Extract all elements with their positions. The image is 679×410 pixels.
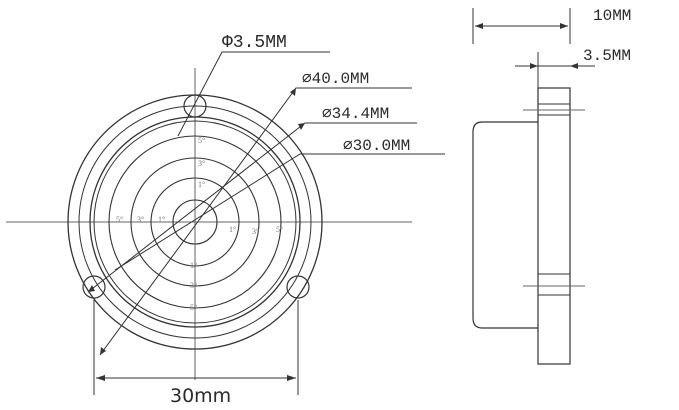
hole-diameter-leader — [177, 51, 330, 137]
scale-label: 5° — [116, 215, 123, 224]
arrowhead — [88, 285, 95, 292]
flange-profile — [537, 87, 571, 365]
inner-diameter-leader — [114, 153, 445, 271]
mounting-hole-bottom-left — [82, 275, 106, 299]
ring-3-degree — [130, 157, 260, 287]
mounting-hole-bottom-right — [286, 275, 310, 299]
arrowhead — [96, 375, 105, 381]
scale-label: 1° — [229, 225, 236, 234]
arrowhead — [100, 347, 106, 355]
arrowhead — [475, 23, 483, 29]
outer-diameter-label: ⌀40.0MM — [302, 70, 369, 88]
arrowhead — [298, 123, 305, 130]
vial-mid-circle — [93, 120, 297, 324]
scale-label: 3° — [198, 159, 205, 168]
side-view: 10MM 3.5MM — [472, 7, 631, 365]
scale-label: 3° — [252, 227, 259, 236]
arrowhead — [290, 88, 296, 96]
ring-5-degree — [108, 135, 282, 309]
arrowhead — [570, 63, 578, 69]
total-thickness-label: 10MM — [593, 7, 631, 25]
bottom-width-label: 30mm — [170, 385, 231, 407]
vial-body-profile — [472, 121, 538, 329]
scale-label: 3° — [137, 215, 144, 224]
hole-diameter-label: Φ3.5MM — [222, 33, 287, 53]
scale-label: 5° — [276, 225, 283, 234]
front-view: Φ3.5MM ⌀40.0MM ⌀34.4MM ⌀30.0MM 30mm 5° 3… — [6, 33, 445, 407]
scale-label: 1° — [198, 180, 205, 189]
scale-label: 1° — [190, 261, 197, 270]
arrowhead — [560, 23, 568, 29]
mounting-hole-top — [183, 94, 207, 118]
scale-label: 3° — [190, 281, 197, 290]
center-circle — [172, 199, 218, 245]
flange-thickness-label: 3.5MM — [583, 47, 631, 65]
arrowhead — [530, 63, 538, 69]
scale-label: 5° — [198, 136, 205, 145]
scale-label: 1° — [158, 215, 165, 224]
arrowhead — [287, 375, 296, 381]
flange-inner-circle — [78, 105, 312, 339]
scale-label: 5° — [190, 303, 197, 312]
inner-diameter-label: ⌀30.0MM — [343, 137, 410, 155]
ring-1-degree — [150, 177, 240, 267]
mid-diameter-label: ⌀34.4MM — [322, 105, 389, 123]
